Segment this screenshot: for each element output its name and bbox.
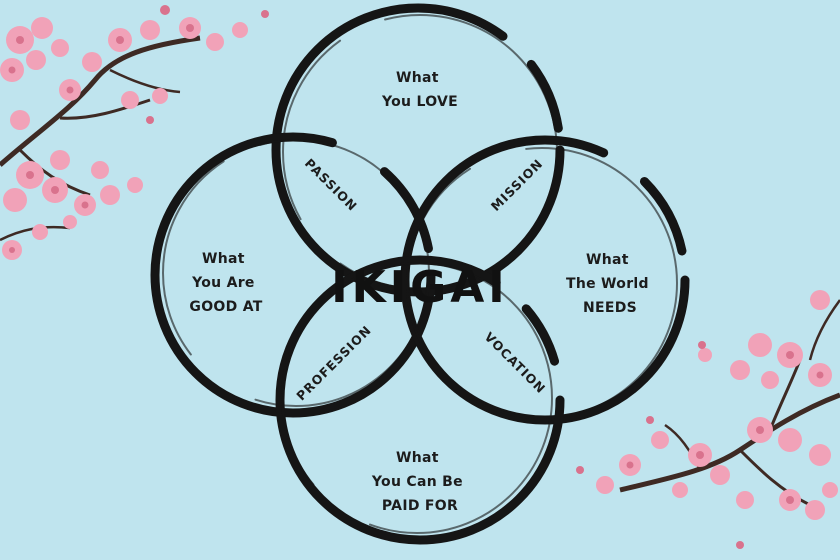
circles xyxy=(150,3,690,545)
circle-paid-for-label: What You Can Be PAID FOR xyxy=(371,450,468,514)
circle-good-at xyxy=(150,132,436,418)
circle-good-at-label: What You Are GOOD AT xyxy=(189,251,262,315)
circle-world-needs xyxy=(400,135,690,425)
circle-paid-for xyxy=(275,255,565,545)
circle-world-needs-label: What The World NEEDS xyxy=(566,252,654,316)
cherry-blossom-branch-bottom-right xyxy=(576,290,840,549)
cherry-blossom-branch-top-left xyxy=(0,5,269,260)
ikigai-center-label: IKIGAI xyxy=(331,262,508,313)
circle-love-label: What You LOVE xyxy=(381,70,458,110)
